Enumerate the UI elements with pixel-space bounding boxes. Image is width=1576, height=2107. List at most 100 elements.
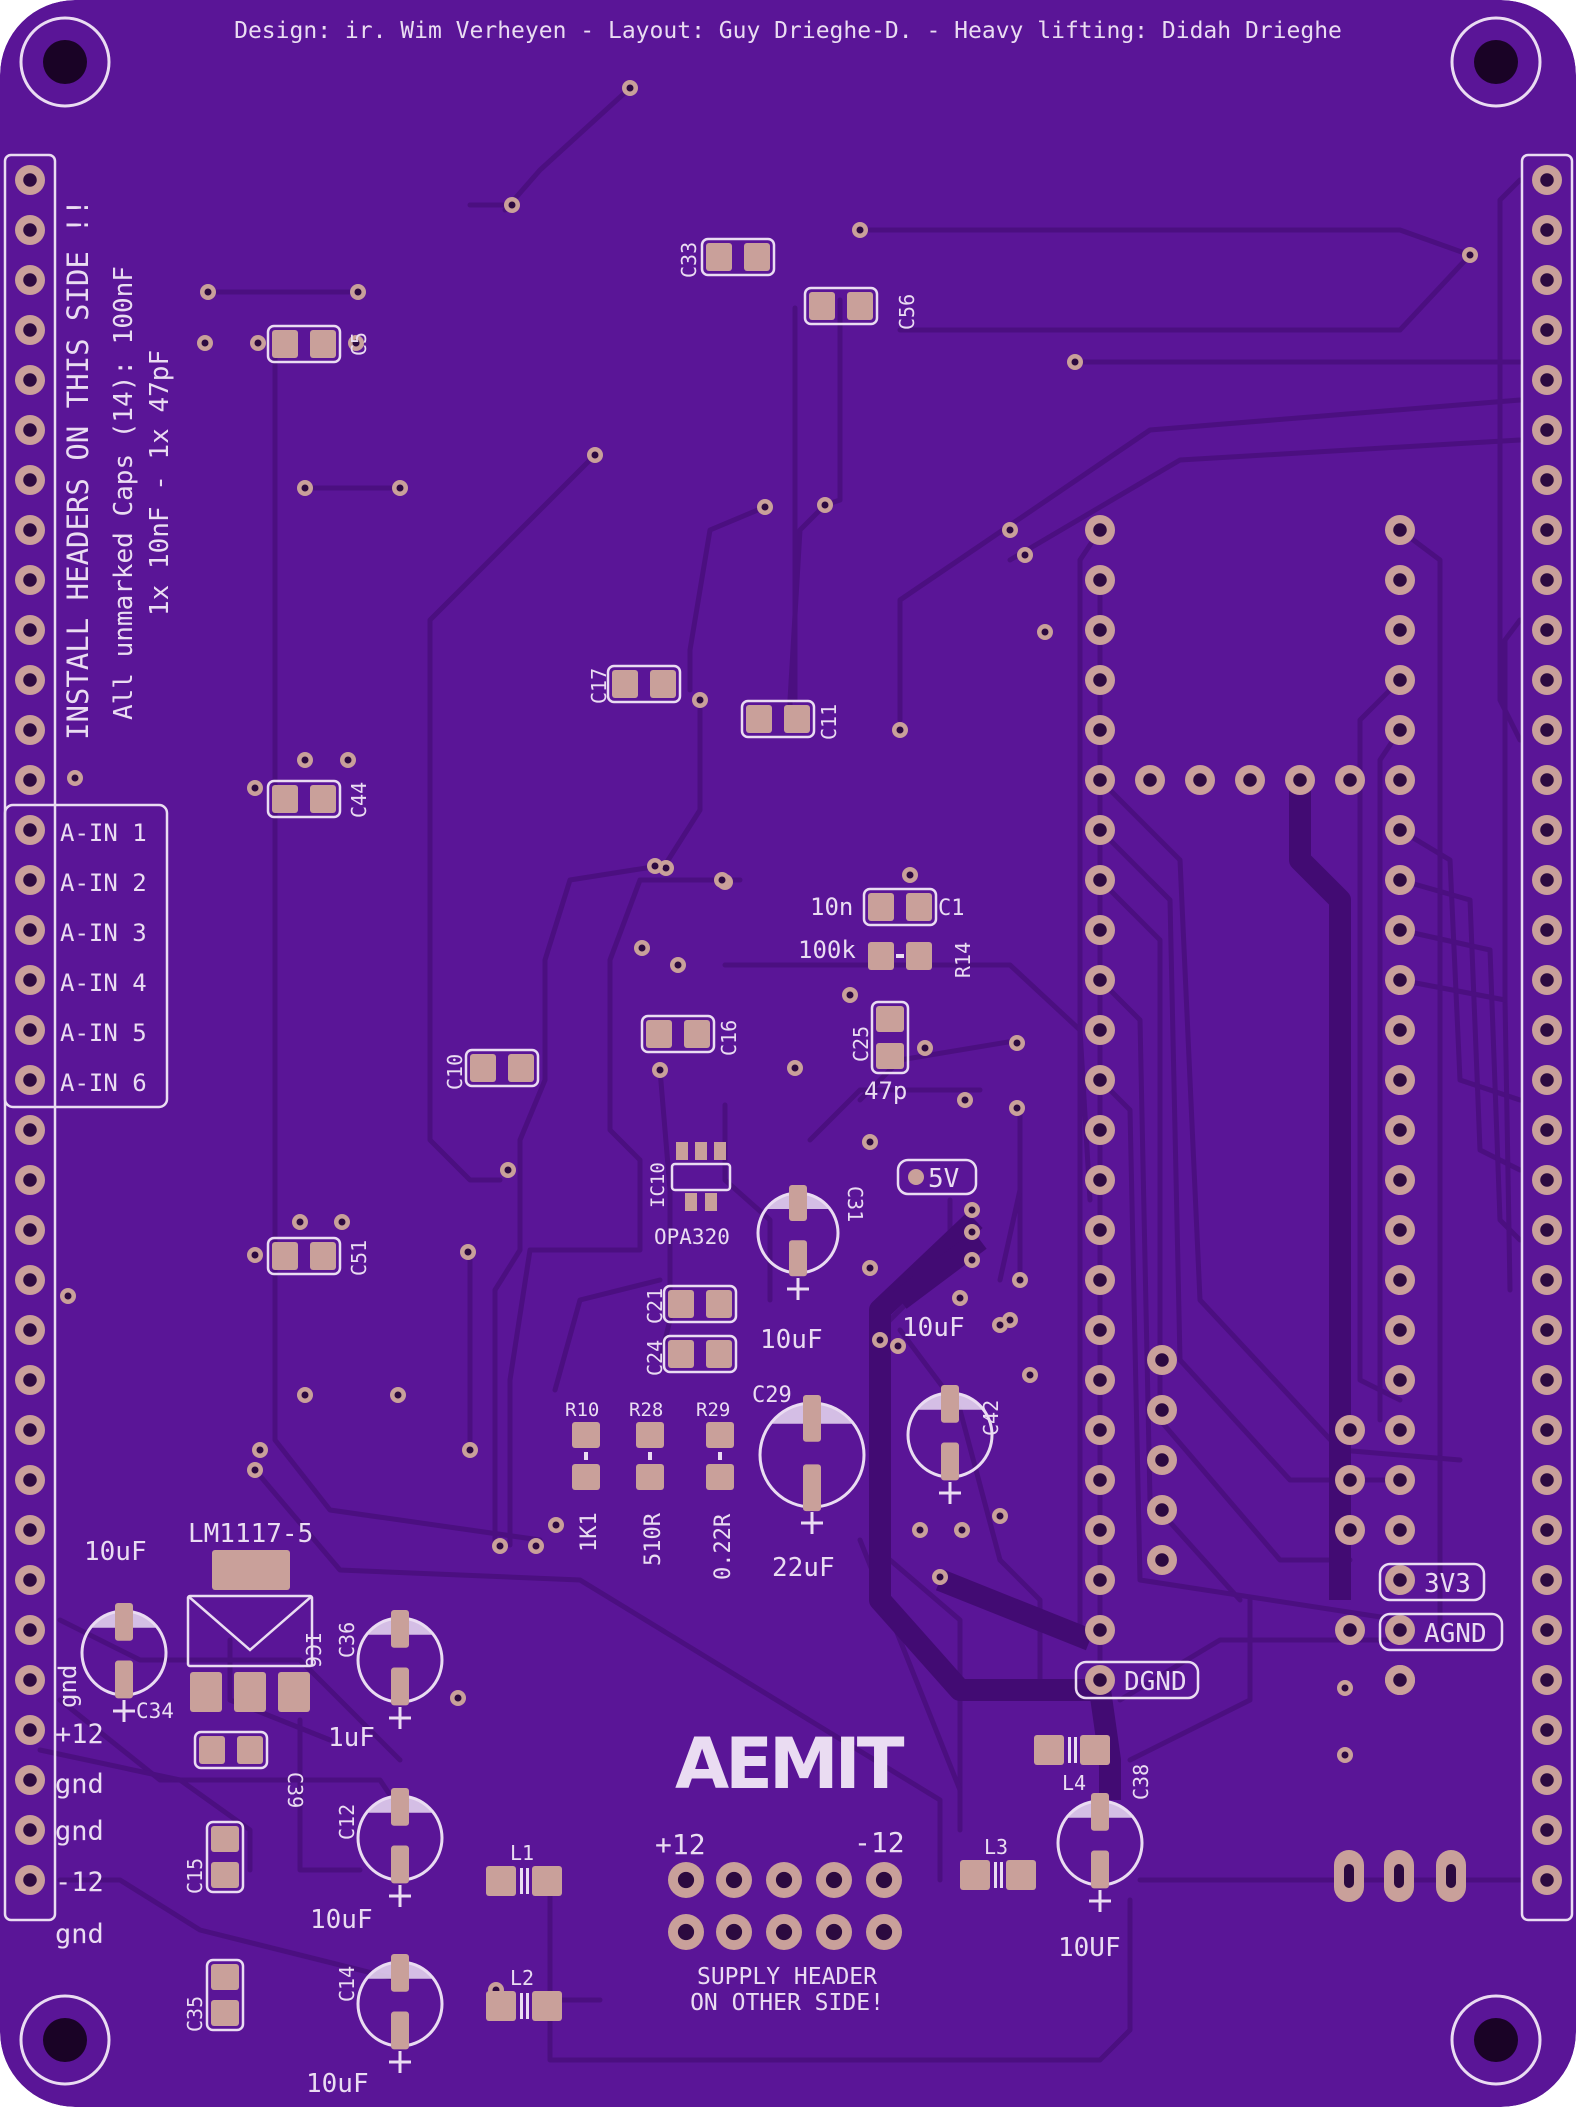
refdes-l4: L4 xyxy=(1062,1771,1086,1795)
via xyxy=(842,987,858,1003)
header-pin xyxy=(1532,415,1562,445)
header-pin xyxy=(15,615,45,645)
value-c38: 10UF xyxy=(1058,1933,1121,1963)
header-pin xyxy=(1532,865,1562,895)
via xyxy=(890,1338,906,1354)
module-pin xyxy=(1385,1065,1415,1095)
header-pin xyxy=(15,1715,45,1745)
c51-footprint xyxy=(266,1236,342,1276)
via xyxy=(297,1387,313,1403)
right-header-outline xyxy=(1520,153,1574,1922)
value-r10: 1K1 xyxy=(577,1512,602,1552)
l3-footprint xyxy=(960,1860,1036,1890)
via xyxy=(292,1214,308,1230)
value-r29: 0.22R xyxy=(711,1513,736,1580)
refdes-r10: R10 xyxy=(565,1399,599,1421)
module-pin xyxy=(1235,765,1265,795)
via xyxy=(952,1290,968,1306)
via xyxy=(1037,624,1053,640)
header-pin xyxy=(15,1315,45,1345)
via xyxy=(587,447,603,463)
header-pin xyxy=(15,465,45,495)
via xyxy=(1337,1747,1353,1763)
header-pin xyxy=(1532,465,1562,495)
via xyxy=(200,284,216,300)
module-pin xyxy=(1385,1415,1415,1445)
c21-footprint xyxy=(662,1284,738,1324)
refdes-c5: C5 xyxy=(347,332,371,356)
module-pin xyxy=(1385,515,1415,545)
note-unmarked-caps: All unmarked Caps (14): 100nF xyxy=(109,266,139,720)
refdes-c25: C25 xyxy=(849,1026,873,1062)
via xyxy=(528,1538,544,1554)
header-pin xyxy=(15,265,45,295)
module-pin xyxy=(1085,1365,1115,1395)
label-a-in-4: A-IN 4 xyxy=(60,969,147,997)
via xyxy=(334,1214,350,1230)
refdes-r28: R28 xyxy=(629,1399,663,1421)
note-special-caps: 1x 10nF - 1x 47pF xyxy=(145,350,175,616)
header-pin xyxy=(1532,815,1562,845)
header-pin xyxy=(1532,1615,1562,1645)
header-pin xyxy=(1532,265,1562,295)
r28-footprint xyxy=(636,1422,664,1490)
header-pin xyxy=(1532,1265,1562,1295)
module-pin xyxy=(1085,765,1115,795)
module-pin xyxy=(1085,515,1115,545)
header-pin xyxy=(15,965,45,995)
header-pin xyxy=(15,1615,45,1645)
header-pin xyxy=(15,1165,45,1195)
via xyxy=(250,335,266,351)
header-pin xyxy=(1532,1815,1562,1845)
module-pin xyxy=(1147,1445,1177,1475)
net-label-3v3: 3V3 xyxy=(1424,1569,1471,1599)
refdes-c33: C33 xyxy=(677,242,701,278)
header-pin xyxy=(15,815,45,845)
c15-footprint xyxy=(205,1820,245,1894)
via xyxy=(817,497,833,513)
module-pin xyxy=(1147,1345,1177,1375)
module-pin xyxy=(1385,1265,1415,1295)
module-pin xyxy=(1385,1365,1415,1395)
copper-traces xyxy=(37,85,1523,2063)
via xyxy=(862,1134,878,1150)
l1-footprint xyxy=(486,1866,562,1896)
module-pin xyxy=(1147,1495,1177,1525)
via xyxy=(964,1202,980,1218)
c29-ecap xyxy=(758,1395,866,1534)
refdes-c34: C34 xyxy=(136,1699,174,1723)
supply-header-pins xyxy=(668,1862,902,1950)
header-pin xyxy=(15,1515,45,1545)
c1-footprint xyxy=(862,887,938,927)
header-pin xyxy=(15,1065,45,1095)
module-pin xyxy=(1385,965,1415,995)
header-pin xyxy=(1532,665,1562,695)
label-pin-gnd-3: gnd xyxy=(55,1816,104,1847)
header-pin xyxy=(1532,1865,1562,1895)
via xyxy=(297,480,313,496)
module-pin xyxy=(1085,1465,1115,1495)
silkscreen-text: Design: ir. Wim Verheyen - Layout: Guy D… xyxy=(54,18,1504,2099)
left-header-pins xyxy=(15,165,45,1895)
module-pin xyxy=(1085,1665,1115,1695)
refdes-c24: C24 xyxy=(643,1340,667,1376)
via xyxy=(348,335,364,351)
via xyxy=(1017,547,1033,563)
module-pin xyxy=(1085,1615,1115,1645)
value-regulator: LM1117-5 xyxy=(188,1519,313,1549)
refdes-ic10: IC10 xyxy=(647,1162,669,1208)
via xyxy=(500,1162,516,1178)
via xyxy=(692,692,708,708)
supply-pin xyxy=(816,1914,852,1950)
label-pin-plus12: +12 xyxy=(55,1719,104,1750)
supply-pin xyxy=(716,1862,752,1898)
module-pin xyxy=(1085,815,1115,845)
header-pin xyxy=(15,865,45,895)
header-pin xyxy=(15,1015,45,1045)
refdes-c44: C44 xyxy=(347,782,371,818)
module-pin xyxy=(1335,1515,1365,1545)
r29-footprint xyxy=(706,1422,734,1490)
refdes-r14: R14 xyxy=(951,942,975,978)
via xyxy=(787,1060,803,1076)
module-pin xyxy=(1085,865,1115,895)
